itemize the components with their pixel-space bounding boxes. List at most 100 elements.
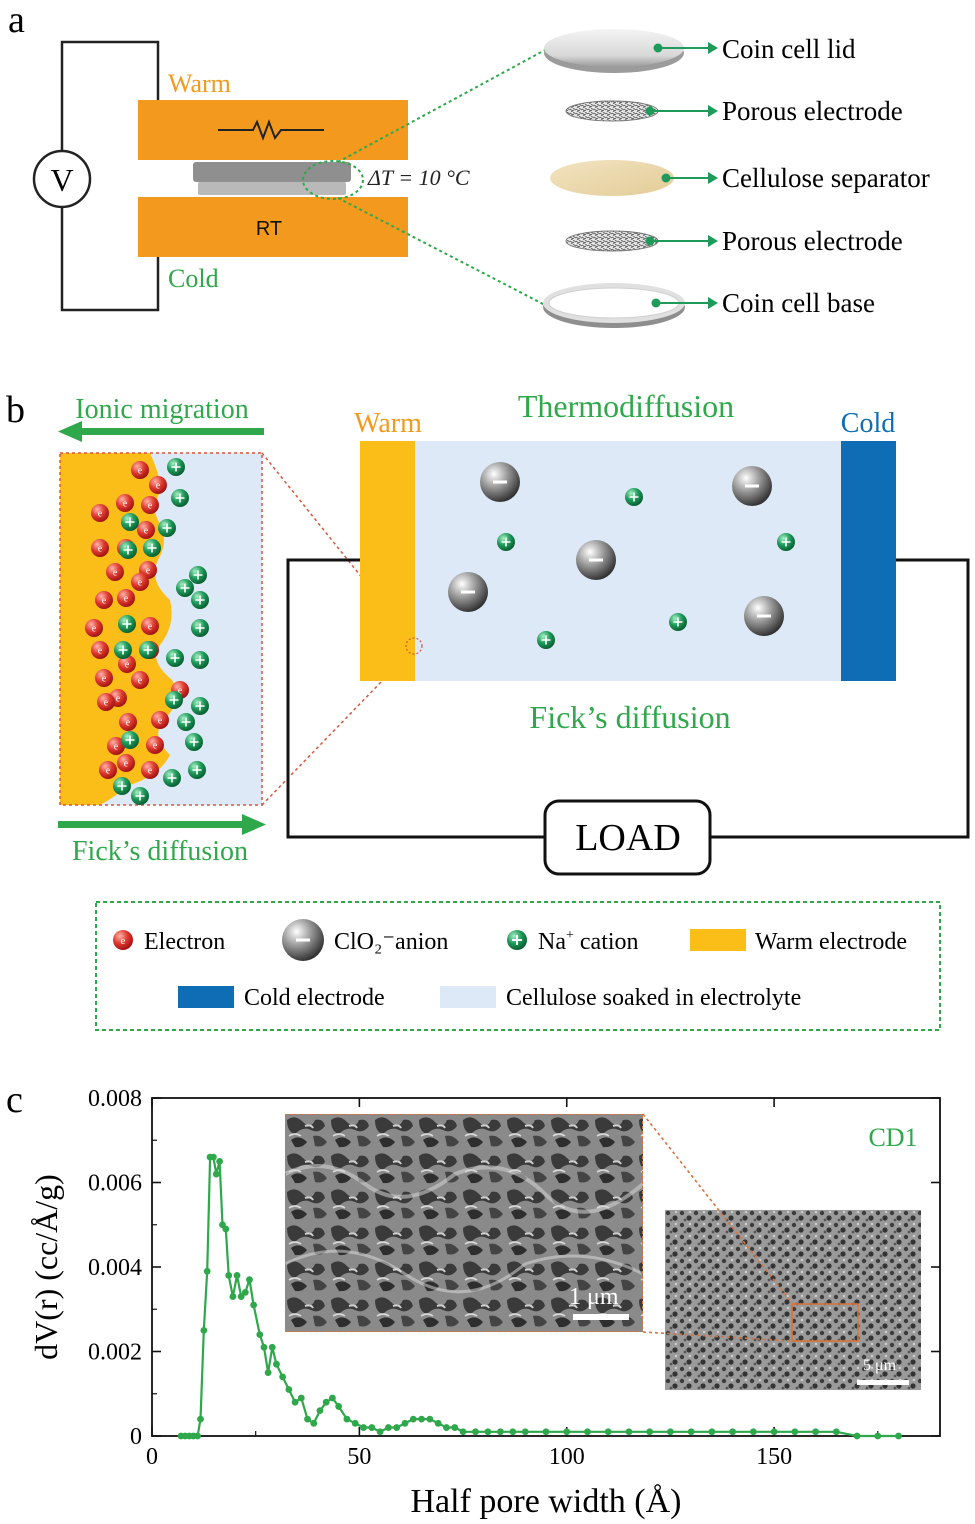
data-point <box>297 1394 305 1402</box>
cation-particle <box>158 519 176 537</box>
data-point <box>459 1428 467 1436</box>
svg-text:e: e <box>148 766 153 777</box>
zoom-source-circle <box>405 637 423 655</box>
cation-particle <box>177 713 195 731</box>
svg-text:e: e <box>92 624 97 635</box>
sem-overview-scale-bar <box>857 1380 909 1385</box>
electron-particle: e <box>91 504 109 522</box>
x-tick-label: 50 <box>347 1444 371 1470</box>
cation-particle <box>166 649 184 667</box>
data-point <box>418 1415 425 1423</box>
svg-text:e: e <box>102 674 107 685</box>
anion-particle <box>480 462 520 502</box>
electron-particle: e <box>118 655 136 673</box>
electron-particle: e <box>95 591 113 609</box>
svg-text:e: e <box>126 718 131 729</box>
cation-particle <box>191 651 209 669</box>
ficks-diffusion-arrow <box>58 814 266 835</box>
data-point <box>203 1267 211 1275</box>
data-point <box>194 1432 202 1440</box>
electron-particle: e <box>119 713 137 731</box>
cold-electrode-swatch <box>178 986 234 1008</box>
x-tick-label: 0 <box>146 1444 158 1470</box>
sem-image-zoomed: 1 μm <box>285 1114 643 1332</box>
cell-particles <box>448 462 795 649</box>
cation-particle <box>777 533 795 551</box>
data-point <box>401 1419 409 1427</box>
layer-label-coin-cell-lid: Coin cell lid <box>722 34 856 64</box>
cation-particle <box>118 615 136 633</box>
data-point <box>212 1170 220 1178</box>
data-point <box>385 1424 392 1431</box>
svg-text:e: e <box>114 742 119 753</box>
data-point <box>874 1432 882 1440</box>
data-point <box>329 1394 336 1402</box>
external-circuit-wire <box>286 558 970 839</box>
cell-electrolyte <box>414 441 842 681</box>
cation-particle <box>163 769 181 787</box>
electron-particle: e <box>131 573 149 591</box>
coin-cell-lid-icon <box>544 29 684 73</box>
legend-cation-charge: + <box>566 928 574 943</box>
anion-particle <box>732 466 772 506</box>
data-point <box>646 1428 654 1436</box>
cold-plate <box>138 197 408 257</box>
y-tick-label: 0 <box>130 1424 142 1450</box>
cation-legend-icon <box>507 930 527 950</box>
data-point <box>376 1428 384 1436</box>
rt-label: RT <box>256 218 282 240</box>
data-point <box>472 1428 479 1436</box>
zoom-circle <box>302 160 364 200</box>
heater-resistor-icon <box>218 119 324 141</box>
ficks-diffusion-center-label: Fick’s diffusion <box>529 699 730 735</box>
data-point <box>393 1424 401 1431</box>
legend-cation-word: cation <box>574 929 639 955</box>
legend-cellulose: Cellulose soaked in electrolyte <box>506 985 801 1011</box>
data-point <box>853 1432 861 1440</box>
electron-particle: e <box>141 761 159 779</box>
delta-t-label: ΔT = 10 °C <box>367 165 470 190</box>
cation-particle <box>185 733 203 751</box>
y-tick-label: 0.006 <box>88 1171 142 1197</box>
data-point <box>443 1424 450 1431</box>
ionic-migration-label: Ionic migration <box>75 394 248 425</box>
data-point <box>496 1428 504 1436</box>
cation-particle <box>188 761 206 779</box>
y-tick-label: 0.008 <box>88 1086 142 1112</box>
data-point <box>209 1153 217 1161</box>
cation-particle <box>171 489 189 507</box>
svg-text:e: e <box>148 501 153 512</box>
data-point <box>233 1272 241 1279</box>
cation-particle <box>114 641 132 659</box>
data-point <box>222 1225 230 1233</box>
data-point <box>225 1272 233 1279</box>
data-point <box>237 1293 245 1300</box>
warm-electrode-label: Warm <box>354 408 422 439</box>
cation-particle <box>669 613 687 631</box>
data-point <box>351 1419 359 1427</box>
cellulose-separator-icon <box>550 160 674 196</box>
electron-particle: e <box>151 711 169 729</box>
svg-text:e: e <box>123 499 128 510</box>
data-point <box>316 1407 324 1415</box>
electron-particle: e <box>116 494 134 512</box>
data-point <box>749 1428 757 1436</box>
cation-particle <box>167 458 185 476</box>
electron-particle: e <box>106 563 124 581</box>
data-point <box>409 1415 417 1423</box>
panel-b-label: b <box>6 389 25 431</box>
sem-overview-scale-label: 5 μm <box>863 1357 897 1374</box>
electron-particle: e <box>131 671 149 689</box>
anion-particle <box>576 540 616 580</box>
cation-particle <box>165 691 183 709</box>
data-point <box>770 1428 778 1436</box>
sem-zoomed-scale-label: 1 μm <box>569 1284 619 1310</box>
electron-particle: e <box>117 589 135 607</box>
svg-text:e: e <box>148 622 153 633</box>
cation-particle <box>113 777 131 795</box>
data-point <box>273 1360 280 1368</box>
data-point <box>687 1428 695 1436</box>
electron-particle: e <box>131 461 149 479</box>
svg-text:e: e <box>138 466 143 477</box>
panel-c-label: c <box>6 1079 23 1121</box>
